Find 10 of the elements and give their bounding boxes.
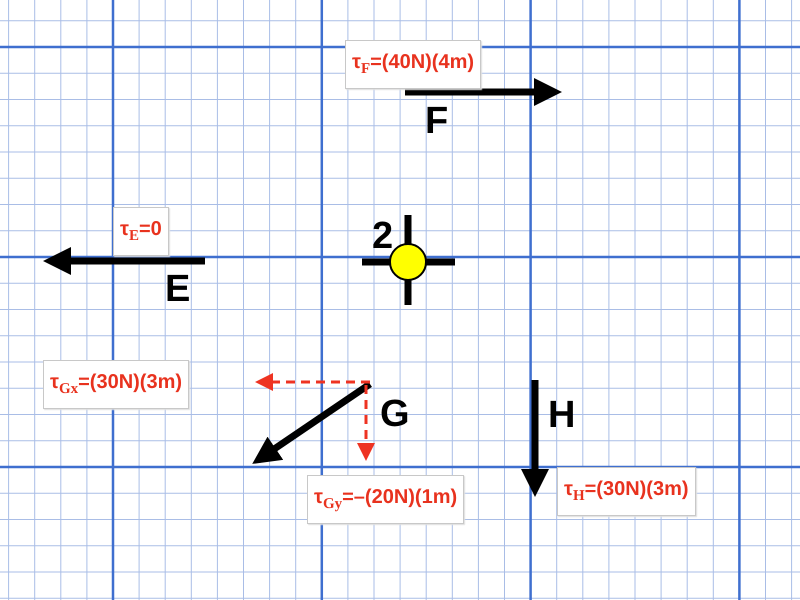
force-label: E — [165, 270, 190, 308]
force-label: F — [425, 102, 448, 140]
force-label: H — [548, 396, 576, 434]
force-label: G — [380, 395, 410, 433]
point-label: 2 — [372, 217, 394, 255]
torque-label: τ$_{F}$=(40N)(4m) — [345, 40, 482, 89]
torque-label: τ$_{H}$=(30N)(3m) — [557, 467, 696, 516]
torque-label: τ$_{Gx}$=(30N)(3m) — [43, 360, 190, 409]
torque-label: τ$_{E}$=0 — [113, 207, 169, 256]
torque-label: τ$_{Gy}$=–(20N)(1m) — [307, 475, 464, 524]
